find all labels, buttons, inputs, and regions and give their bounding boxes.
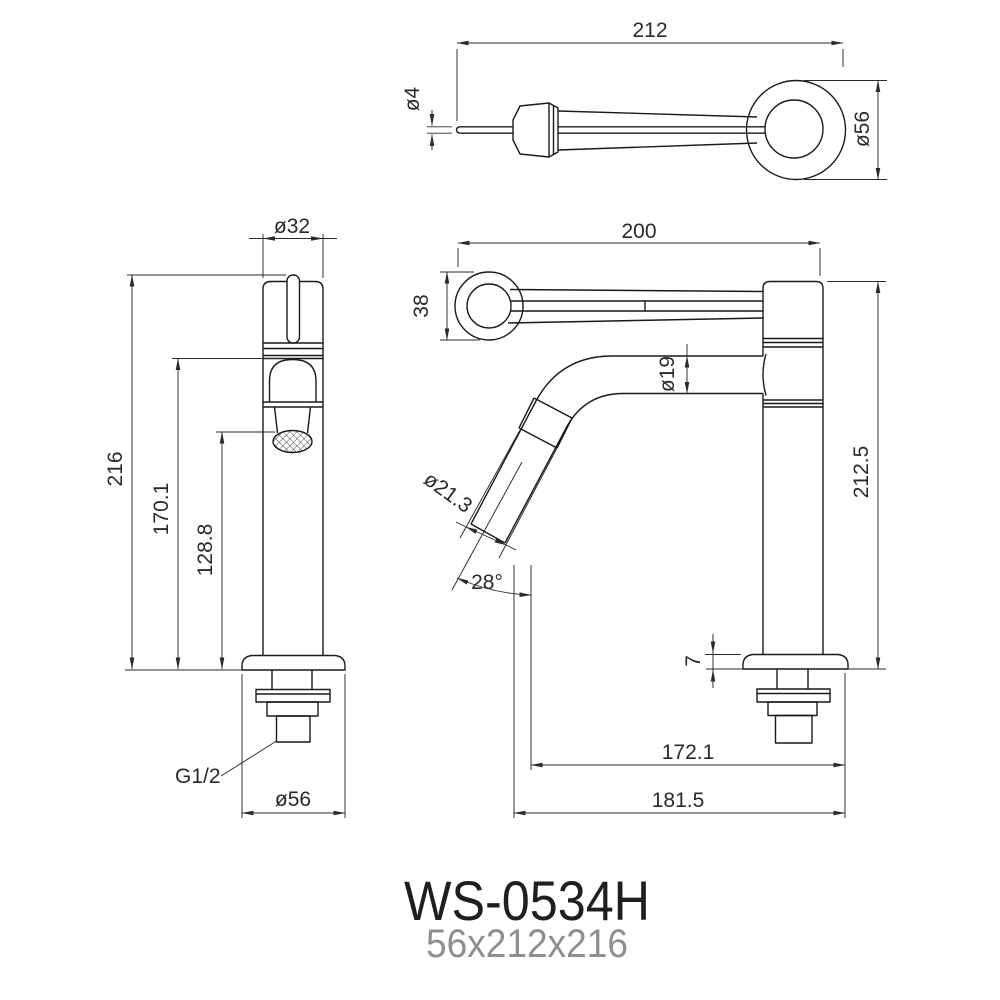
side-spout-collar-b [518, 427, 558, 449]
side-base-plate [742, 653, 849, 670]
dim-side-height: 212.5 [827, 281, 886, 670]
top-lever-bar-top [557, 110, 758, 118]
dim-side-spout-angle-label: 28° [471, 571, 503, 594]
dim-front-height-label: 216 [104, 451, 127, 486]
dim-front-base-dia-label: ø56 [275, 788, 311, 811]
dim-side-plate-thickness: 7 [682, 634, 743, 688]
dim-front-aerator-height-label: 128.8 [194, 524, 217, 577]
dim-side-reach-label: 200 [621, 220, 656, 243]
dim-side-spout-reach-label: 172.1 [662, 741, 715, 764]
dim-side-spout-reach: 172.1 [530, 565, 846, 818]
overall-dimensions: 56x212x216 [426, 922, 628, 966]
dim-side-overall-depth: 181.5 [513, 565, 846, 818]
front-locknut [266, 701, 319, 717]
top-view: 212 ø4 ø56 [401, 19, 887, 181]
front-flange [255, 688, 331, 703]
top-lever-rod [455, 126, 513, 134]
dim-side-height-label: 212.5 [850, 446, 873, 499]
side-lever-bottom [507, 317, 764, 324]
side-lever-top [509, 288, 764, 293]
dim-front-aerator-height: 128.8 [194, 431, 275, 670]
dim-side-overall-depth-label: 181.5 [652, 789, 705, 812]
front-thread-tail [275, 715, 311, 743]
dim-front-height: 216 [104, 274, 286, 671]
side-body [762, 280, 824, 654]
dim-side-lever-height-label: 38 [410, 294, 433, 317]
side-spout-top-edge [470, 355, 763, 525]
dim-side-spout-dia: ø19 [656, 344, 690, 394]
callout-thread-label: G1/2 [175, 765, 221, 788]
aerator-mesh [272, 429, 313, 454]
dim-top-length: 212 [456, 19, 844, 121]
dim-side-lever-height: 38 [410, 271, 480, 341]
top-lever-collar [512, 102, 559, 158]
dim-top-ring-dia-label: ø56 [851, 111, 874, 147]
dim-side-reach: 200 [457, 220, 821, 276]
model-number: WS-0534H [404, 869, 650, 932]
side-ring-inner [466, 283, 512, 329]
top-ring-outer [745, 79, 847, 181]
top-lever-bar-bottom [557, 142, 758, 151]
callout-thread: G1/2 [175, 740, 277, 788]
front-view: ø32 216 170.1 128.8 ø5 [104, 215, 346, 818]
side-ring-outer [454, 271, 524, 341]
side-spout-collar-left [518, 397, 535, 429]
side-locknut [767, 701, 818, 717]
dim-front-base-dia: ø56 [241, 674, 346, 818]
dim-front-spout-height-label: 170.1 [150, 483, 173, 536]
side-spout-collar-a [533, 397, 573, 419]
front-lever-end [286, 274, 301, 344]
dim-side-plate-thickness-label: 7 [682, 655, 705, 667]
title-block: WS-0534H 56x212x216 [404, 869, 650, 966]
front-cap [262, 280, 324, 344]
dim-side-spout-tip-dia-label: ø21.3 [419, 468, 476, 518]
front-aerator-right [306, 406, 312, 434]
side-thread-tail [774, 714, 813, 744]
dim-top-length-label: 212 [632, 19, 667, 42]
dim-front-cap-dia: ø32 [249, 215, 337, 278]
dim-side-spout-angle: 28° [451, 461, 532, 597]
side-spout-joint-arc [762, 353, 767, 396]
side-spout-bottom-edge [504, 392, 763, 544]
dim-front-spout-height: 170.1 [150, 358, 289, 670]
front-spout-dome [268, 358, 317, 402]
front-aerator-left [273, 406, 279, 434]
side-view: 200 38 ø19 212.5 [410, 220, 886, 818]
dim-side-spout-tip-dia: ø21.3 [419, 429, 558, 559]
dim-side-spout-dia-label: ø19 [656, 356, 679, 392]
side-flange [756, 688, 831, 703]
dim-top-lever-dia-label: ø4 [401, 86, 424, 111]
dim-front-cap-dia-label: ø32 [274, 215, 310, 238]
side-spout-collar-right [556, 417, 573, 449]
side-spout-tip [470, 523, 506, 544]
dim-top-lever-dia: ø4 [401, 86, 452, 150]
front-base-plate [241, 654, 346, 671]
dim-top-ring-dia: ø56 [804, 80, 887, 180]
top-ring-inner [764, 99, 824, 159]
